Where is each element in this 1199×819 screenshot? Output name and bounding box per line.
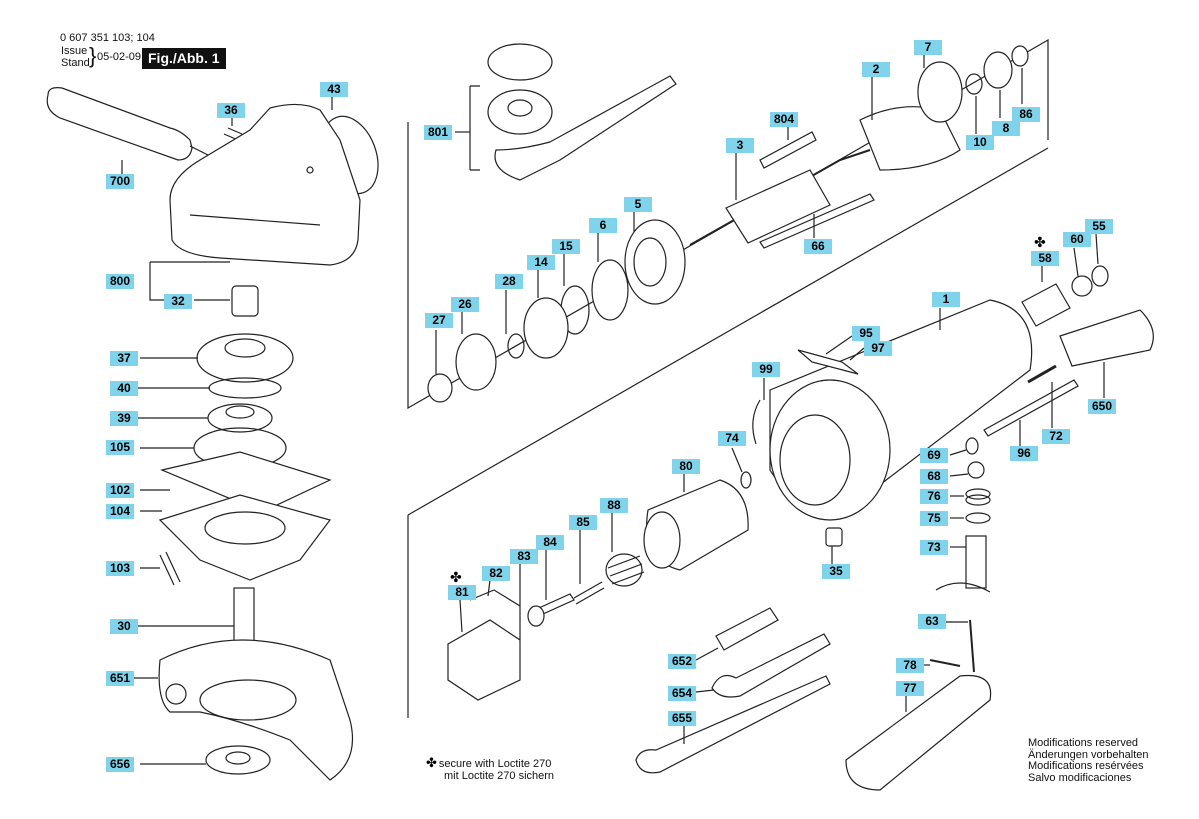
callout-73: 73 <box>920 540 948 555</box>
callout-30: 30 <box>110 619 138 634</box>
callout-74: 74 <box>718 431 746 446</box>
loctite-note-line2: mit Loctite 270 sichern <box>444 770 555 782</box>
callout-2: 2 <box>862 62 890 77</box>
callout-83: 83 <box>510 549 538 564</box>
callout-66: 66 <box>804 239 832 254</box>
callout-27: 27 <box>425 313 453 328</box>
callout-68: 68 <box>920 469 948 484</box>
callout-8: 8 <box>992 121 1020 136</box>
callout-654: 654 <box>668 686 696 701</box>
modifications-note: Modifications reserved Änderungen vorbeh… <box>1028 737 1149 784</box>
callout-651: 651 <box>106 671 134 686</box>
callout-650: 650 <box>1088 399 1116 414</box>
callout-60: 60 <box>1063 232 1091 247</box>
callout-88: 88 <box>600 498 628 513</box>
callout-95: 95 <box>852 326 880 341</box>
issue-date: 05-02-09 <box>97 51 142 63</box>
figure-tag: Fig./Abb. 1 <box>142 48 226 69</box>
callout-99: 99 <box>752 362 780 377</box>
loctite-star-icon: ✤ <box>450 569 462 585</box>
callout-6: 6 <box>589 218 617 233</box>
callout-103: 103 <box>106 561 134 576</box>
callout-77: 77 <box>896 681 924 696</box>
callout-5: 5 <box>624 197 652 212</box>
callout-76: 76 <box>920 489 948 504</box>
callout-801: 801 <box>424 125 452 140</box>
callout-1: 1 <box>932 292 960 307</box>
callout-75: 75 <box>920 511 948 526</box>
callout-35: 35 <box>822 564 850 579</box>
callout-69: 69 <box>920 448 948 463</box>
callout-55: 55 <box>1085 219 1113 234</box>
callout-656: 656 <box>106 757 134 772</box>
callout-3: 3 <box>726 138 754 153</box>
callout-40: 40 <box>110 381 138 396</box>
callout-43: 43 <box>320 82 348 97</box>
callout-102: 102 <box>106 483 134 498</box>
callout-72: 72 <box>1042 429 1070 444</box>
callout-26: 26 <box>451 297 479 312</box>
callout-78: 78 <box>896 658 924 673</box>
callout-700: 700 <box>106 174 134 189</box>
stand-label: Stand <box>61 57 90 69</box>
callout-96: 96 <box>1010 446 1038 461</box>
callout-82: 82 <box>482 566 510 581</box>
callout-80: 80 <box>672 459 700 474</box>
bracket-glyph: } <box>89 43 97 68</box>
callout-15: 15 <box>552 239 580 254</box>
loctite-star-icon: ✤ <box>1034 234 1046 250</box>
issue-label: Issue <box>61 45 88 57</box>
loctite-note: ✤secure with Loctite 270 mit Loctite 270… <box>426 755 555 782</box>
callout-85: 85 <box>569 515 597 530</box>
callout-58: 58 <box>1031 251 1059 266</box>
callout-28: 28 <box>495 274 523 289</box>
modifications-line: Salvo modificaciones <box>1028 771 1132 784</box>
callout-652: 652 <box>668 654 696 669</box>
callout-36: 36 <box>217 103 245 118</box>
callout-14: 14 <box>527 255 555 270</box>
callout-63: 63 <box>918 614 946 629</box>
callout-39: 39 <box>110 411 138 426</box>
loctite-note-line1: secure with Loctite 270 <box>438 758 552 770</box>
callout-804: 804 <box>770 112 798 127</box>
callout-104: 104 <box>106 504 134 519</box>
part-number: 0 607 351 103; 104 <box>60 32 155 44</box>
callout-10: 10 <box>966 135 994 150</box>
callout-7: 7 <box>914 40 942 55</box>
callout-105: 105 <box>106 440 134 455</box>
callout-37: 37 <box>110 351 138 366</box>
modifications-line: Modifications resérvées <box>1028 760 1144 772</box>
modifications-line: Modifications reserved <box>1028 737 1139 749</box>
callout-800: 800 <box>106 274 134 289</box>
callout-84: 84 <box>536 535 564 550</box>
modifications-line: Änderungen vorbehalten <box>1028 748 1149 761</box>
loctite-star-icon: ✤ <box>426 755 437 770</box>
callout-32: 32 <box>164 294 192 309</box>
callout-86: 86 <box>1012 107 1040 122</box>
callout-81: 81 <box>448 585 476 600</box>
callout-655: 655 <box>668 711 696 726</box>
callout-97: 97 <box>864 341 892 356</box>
